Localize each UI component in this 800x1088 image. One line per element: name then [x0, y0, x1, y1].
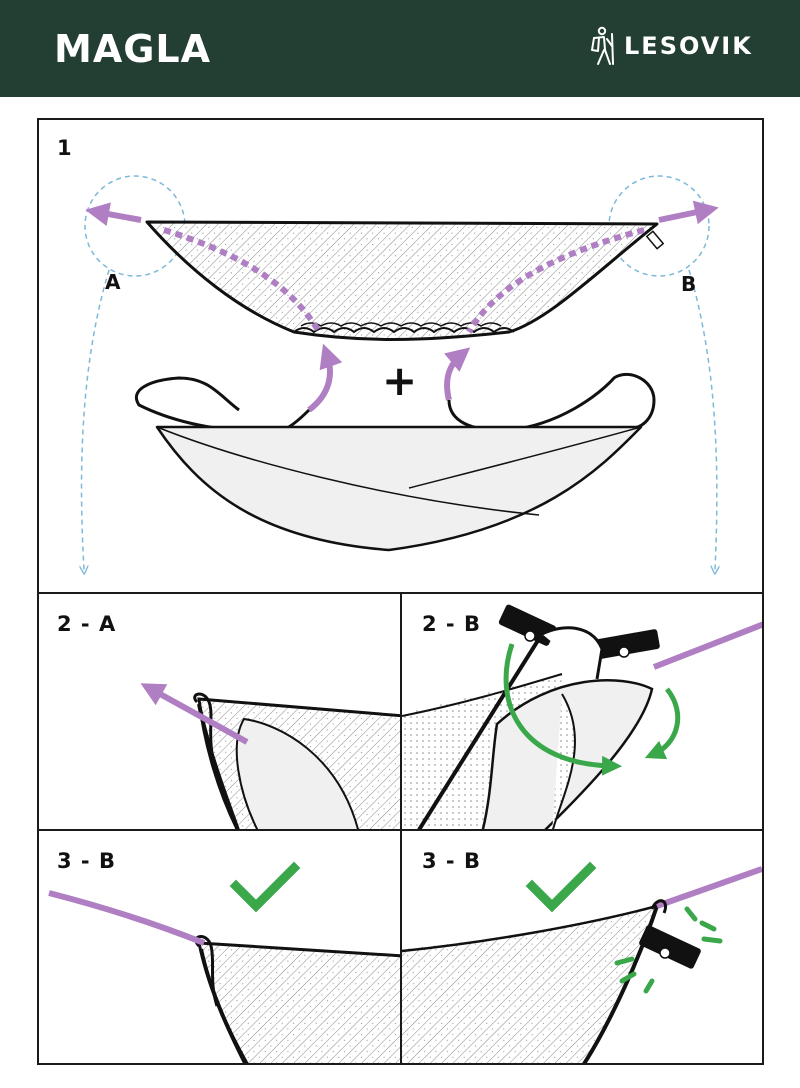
- ridgeline-right: [447, 372, 656, 432]
- ridgeline-purple: [652, 621, 762, 670]
- anchor-b-label: B: [681, 272, 697, 296]
- guide-arrow-a: [82, 269, 110, 570]
- checkmark-icon: [525, 861, 597, 913]
- pull-arrow-b: [658, 200, 719, 225]
- step-3b-right-label: 3 - B: [422, 849, 481, 873]
- hiker-icon: [591, 26, 614, 65]
- insert-arrow-left: [307, 343, 343, 413]
- pull-arrow-a: [85, 202, 142, 226]
- step-2b-label: 2 - B: [422, 612, 481, 636]
- ridgeline-left: [135, 376, 311, 435]
- step-2b-panel: 2 - B: [400, 592, 764, 831]
- strap-buckle: [639, 925, 701, 969]
- ridgeline-purple: [48, 890, 206, 946]
- hammock-mesh-body: [145, 220, 659, 341]
- insert-arrow-right: [444, 347, 471, 401]
- end-loop-icon: [650, 899, 667, 914]
- step-2a-label: 2 - A: [57, 612, 117, 636]
- brand-name: LESOVIK: [624, 32, 753, 60]
- plus-sign: +: [382, 356, 418, 405]
- brand-logo: LESOVIK: [586, 24, 753, 68]
- hammock-fabric-body: [155, 425, 643, 552]
- step-1-label: 1: [57, 136, 73, 160]
- step-2a-panel: 2 - A: [37, 592, 402, 831]
- step-3b-left-panel: 3 - B: [37, 829, 402, 1065]
- hammock-mesh-end: [402, 906, 657, 1063]
- product-title: MAGLA: [54, 27, 212, 71]
- route-dotted-a: [163, 227, 322, 334]
- step-3b-left-label: 3 - B: [57, 849, 116, 873]
- strap-buckle-right: [596, 629, 660, 659]
- wrap-arrow-large: [503, 643, 622, 776]
- guide-arrow-b: [688, 269, 717, 570]
- checkmark-icon: [229, 861, 301, 913]
- step-3b-right-panel: 3 - B: [400, 829, 764, 1065]
- hammock-inner-flap: [235, 717, 359, 829]
- zipper-pull-icon: [645, 230, 665, 250]
- strap-line: [417, 632, 544, 829]
- wrap-arrow-small: [644, 687, 681, 760]
- pull-arrow: [140, 683, 249, 745]
- hammock-mesh-end: [197, 941, 400, 1063]
- ridgeline-purple: [656, 866, 762, 909]
- end-loop-icon: [193, 692, 216, 765]
- header-bar: MAGLA LESOVIK: [0, 0, 800, 97]
- route-dotted-b: [466, 227, 645, 334]
- click-burst-icon: [614, 906, 723, 994]
- strap-buckle-left: [498, 604, 557, 646]
- hammock-scallop-edge: [293, 327, 515, 334]
- step-1-panel: 1 A B +: [37, 118, 764, 594]
- anchor-a-label: A: [105, 270, 121, 294]
